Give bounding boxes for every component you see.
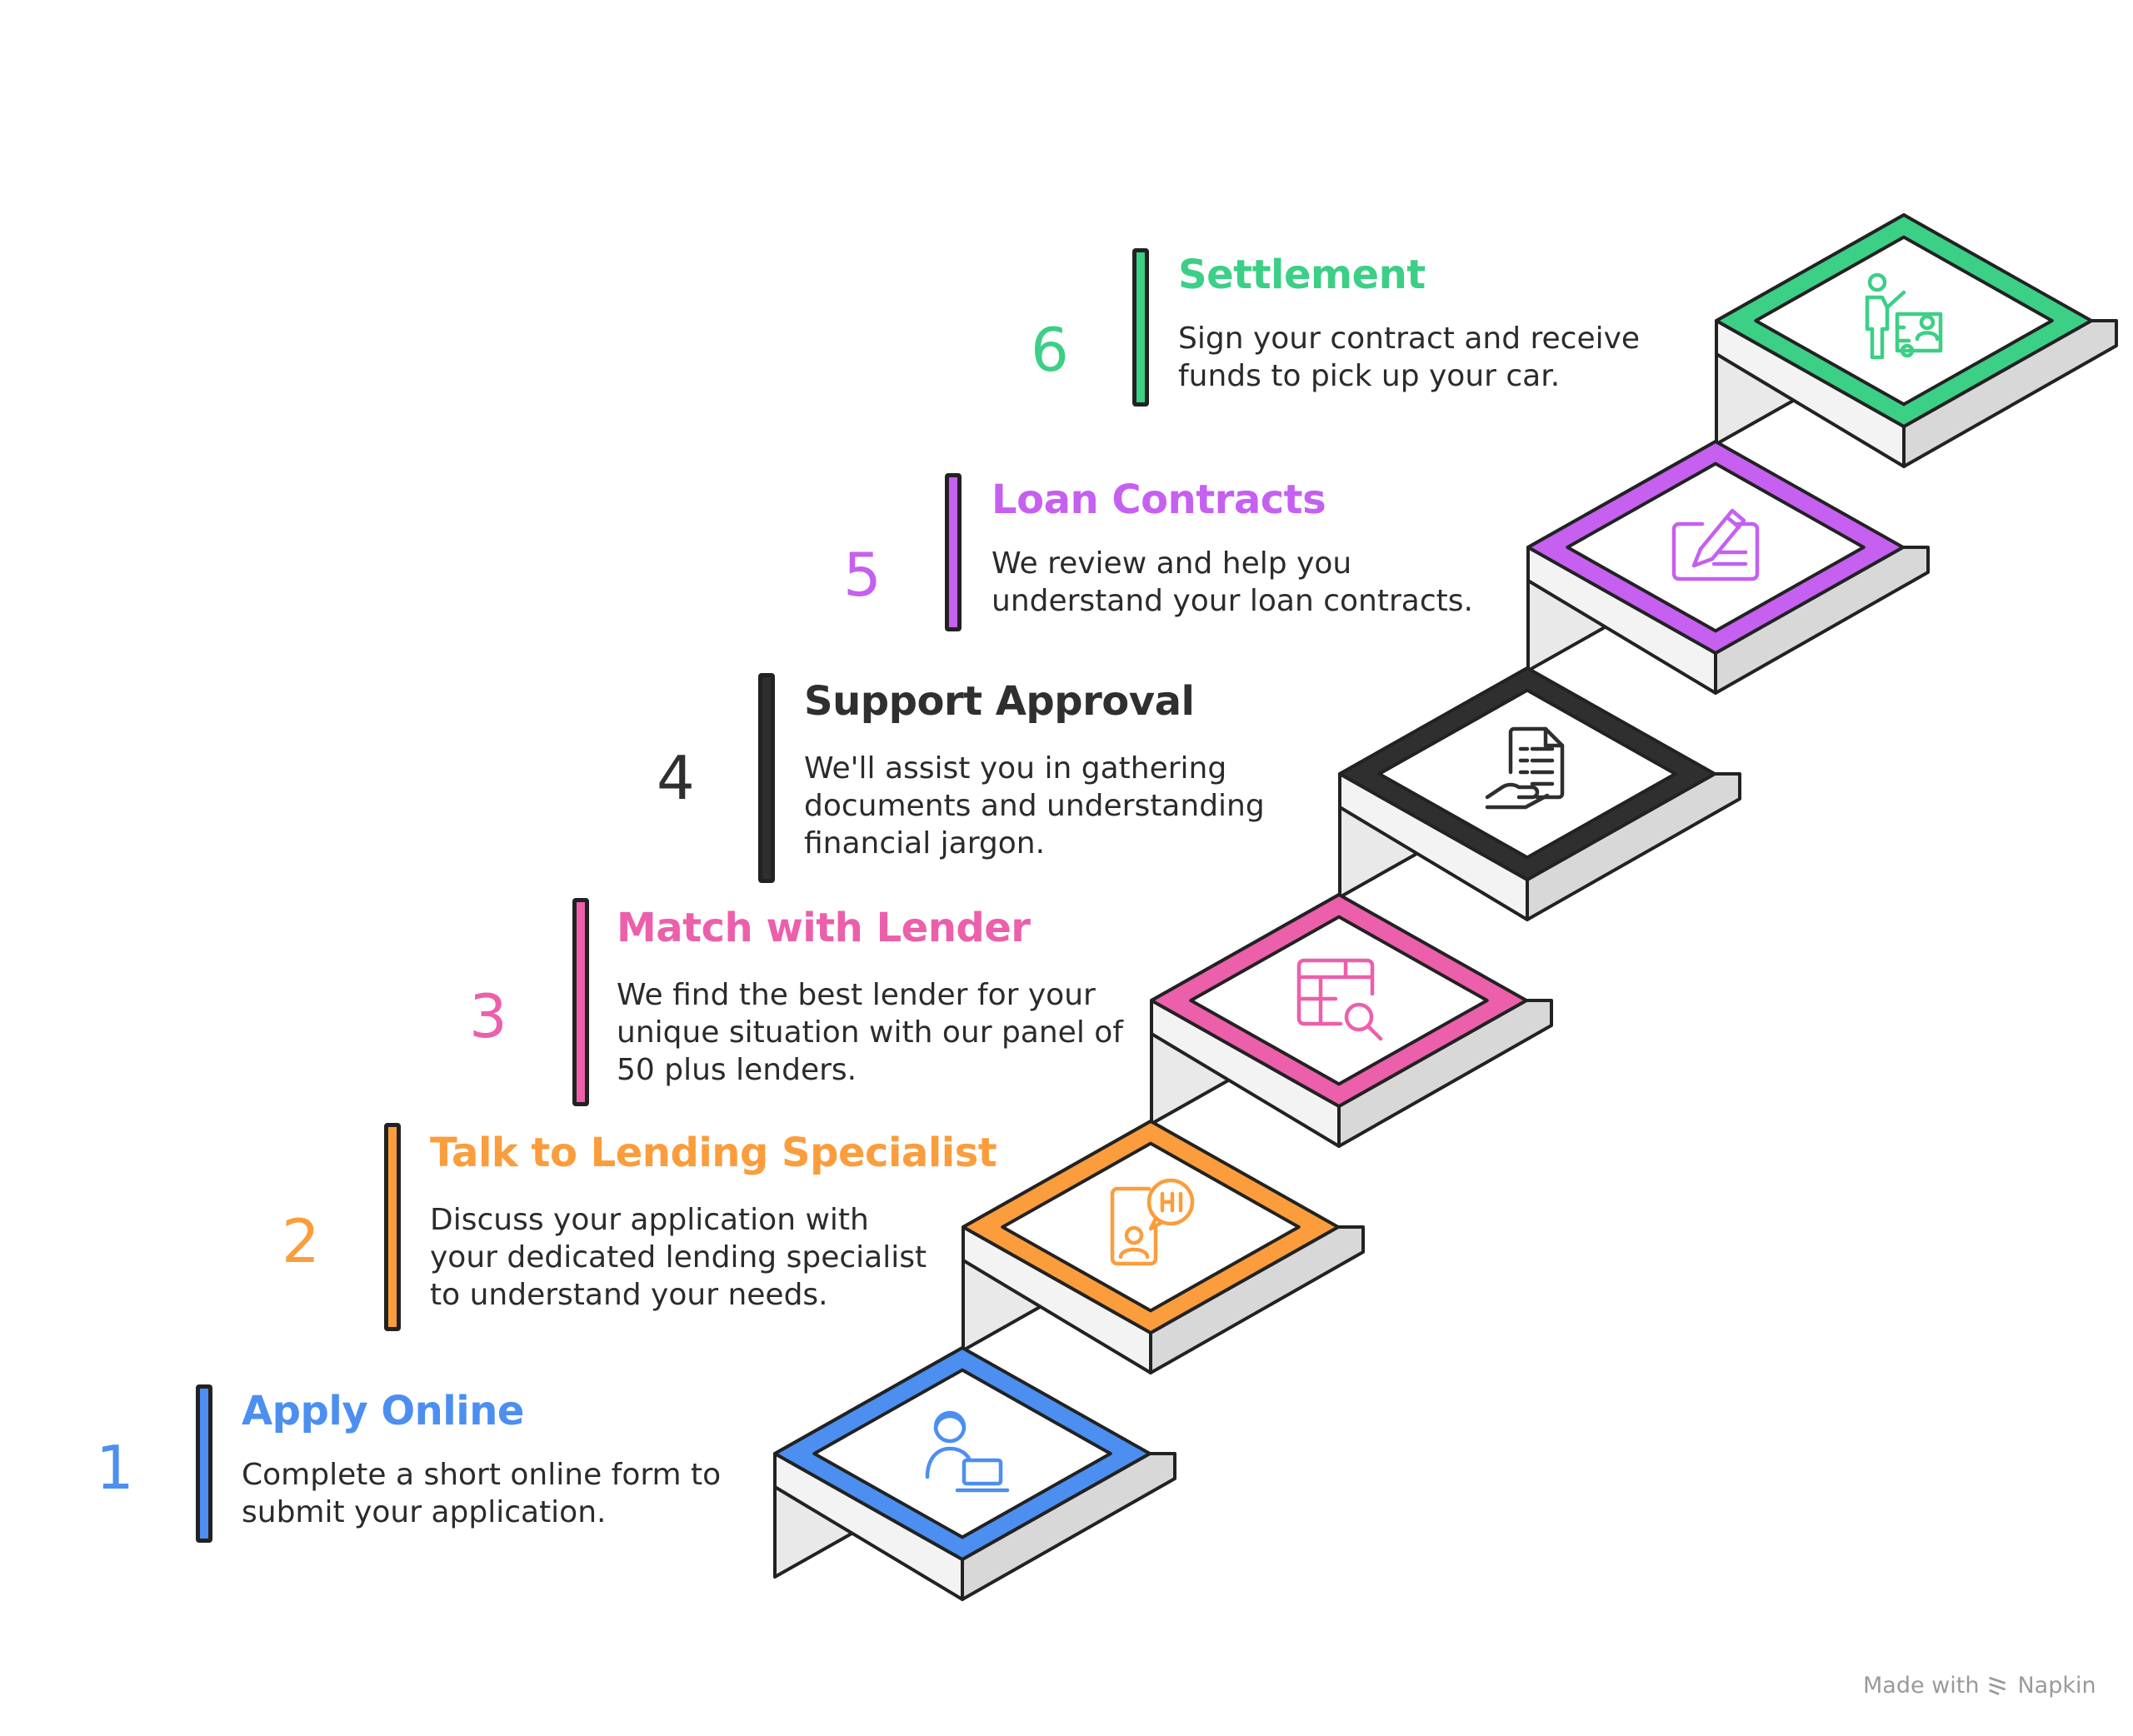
step-accent-bar xyxy=(758,673,775,883)
step-number: 6 xyxy=(1031,315,1069,385)
watermark-prefix: Made with xyxy=(1863,1673,1980,1699)
step-accent-bar xyxy=(1132,248,1149,407)
step-block-3 xyxy=(1150,893,1553,1148)
step-number: 4 xyxy=(657,743,695,813)
step-number: 5 xyxy=(843,540,882,610)
step-title: Settlement xyxy=(1178,252,1426,298)
step-title: Talk to Lending Specialist xyxy=(430,1130,997,1176)
step-description-line: We find the best lender for your xyxy=(617,978,1096,1012)
watermark: Made with Napkin xyxy=(1863,1673,2096,1700)
step-inner-6 xyxy=(1754,235,2054,407)
watermark-brand: Napkin xyxy=(2017,1673,2096,1699)
step-accent-bar xyxy=(945,473,962,631)
step-block-1 xyxy=(773,1346,1176,1601)
step-number: 3 xyxy=(469,981,507,1051)
step-title: Support Approval xyxy=(804,678,1195,725)
step-description-line: 50 plus lenders. xyxy=(617,1053,857,1087)
step-number: 2 xyxy=(282,1206,320,1276)
step-description-line: documents and understanding xyxy=(804,789,1265,823)
step-block-4 xyxy=(1338,666,1741,921)
step-inner-3 xyxy=(1189,915,1489,1086)
step-title: Loan Contracts xyxy=(992,476,1326,523)
step-description-line: understand your loan contracts. xyxy=(992,584,1473,618)
step-description-line: financial jargon. xyxy=(804,826,1046,861)
step-inner-5 xyxy=(1566,461,1866,633)
step-description-line: to understand your needs. xyxy=(430,1278,828,1312)
step-block-2 xyxy=(962,1120,1365,1374)
step-block-6 xyxy=(1715,213,2118,468)
step-number: 1 xyxy=(96,1433,134,1503)
step-title: Match with Lender xyxy=(617,905,1031,951)
step-description-line: funds to pick up your car. xyxy=(1178,359,1561,393)
step-description-line: submit your application. xyxy=(242,1495,607,1529)
step-description-line: Discuss your application with xyxy=(430,1203,869,1237)
step-block-5 xyxy=(1526,440,1930,695)
step-description-line: your dedicated lending specialist xyxy=(430,1240,927,1275)
napkin-logo-icon xyxy=(1987,1674,2011,1697)
step-title: Apply Online xyxy=(242,1388,524,1434)
step-accent-bar xyxy=(196,1384,212,1543)
step-description-line: unique situation with our panel of xyxy=(617,1015,1123,1050)
step-description-line: We review and help you xyxy=(992,546,1352,581)
step-description-line: Complete a short online form to xyxy=(242,1458,722,1492)
step-description-line: Sign your contract and receive xyxy=(1178,322,1641,356)
step-description-line: We'll assist you in gathering xyxy=(804,751,1227,786)
step-accent-bar xyxy=(384,1123,401,1331)
step-accent-bar xyxy=(572,898,589,1106)
